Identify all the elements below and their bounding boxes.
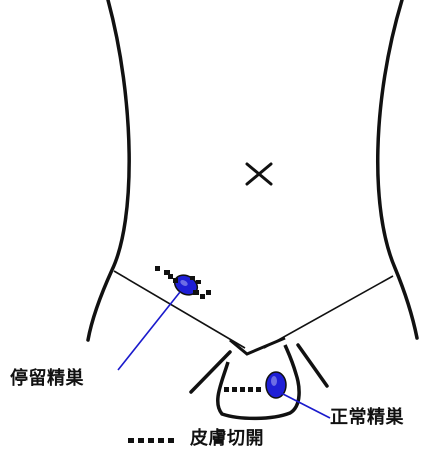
undescended-testis-label: 停留精巣 [10, 370, 84, 388]
right-thigh-fold [298, 345, 327, 386]
normal-testis-label: 正常精巣 [330, 409, 404, 427]
scrotal-incision-dashes [224, 387, 261, 392]
scrotum-outline [218, 345, 299, 418]
dashed-line-legend-icon [128, 438, 174, 443]
penis-base [230, 338, 285, 354]
navel-x-mark-icon [247, 164, 271, 184]
undescended-leader-line [118, 292, 180, 370]
skin-incision-legend-label: 皮膚切開 [190, 430, 264, 448]
torso-right-contour [378, 0, 417, 338]
torso-left-contour [88, 0, 129, 340]
